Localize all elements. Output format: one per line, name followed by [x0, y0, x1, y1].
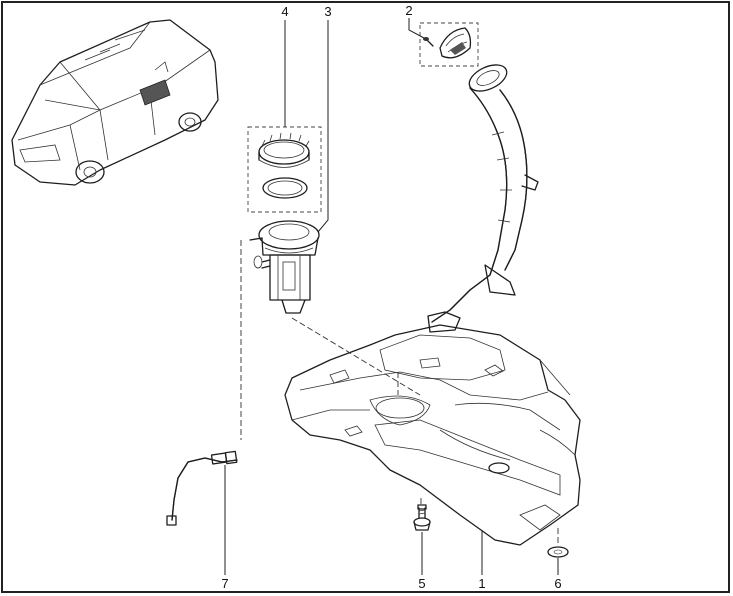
callout-7: 7 — [221, 576, 229, 591]
fuel-pipe-icon — [166, 450, 238, 526]
filler-neck-icon — [427, 64, 539, 333]
seal-ring-icon — [262, 177, 308, 199]
fuel-pump-module-icon — [249, 220, 320, 314]
leader-3 — [317, 20, 329, 233]
fuel-tank-icon — [284, 324, 581, 546]
callout-4: 4 — [281, 4, 289, 19]
callout-3: 3 — [324, 4, 332, 19]
filler-cap-group-box — [419, 22, 479, 67]
callout-1: 1 — [478, 576, 486, 591]
bolt-icon — [413, 504, 431, 531]
lock-ring-icon — [258, 132, 310, 168]
van-icon — [11, 19, 219, 186]
screw-icon — [423, 37, 434, 47]
callout-2: 2 — [405, 3, 413, 18]
leader-2 — [408, 18, 425, 39]
washer-icon — [547, 546, 569, 558]
filler-cap-icon — [439, 27, 472, 59]
callout-6: 6 — [554, 576, 562, 591]
alignment-line-pump — [291, 317, 421, 396]
callout-5: 5 — [418, 576, 426, 591]
